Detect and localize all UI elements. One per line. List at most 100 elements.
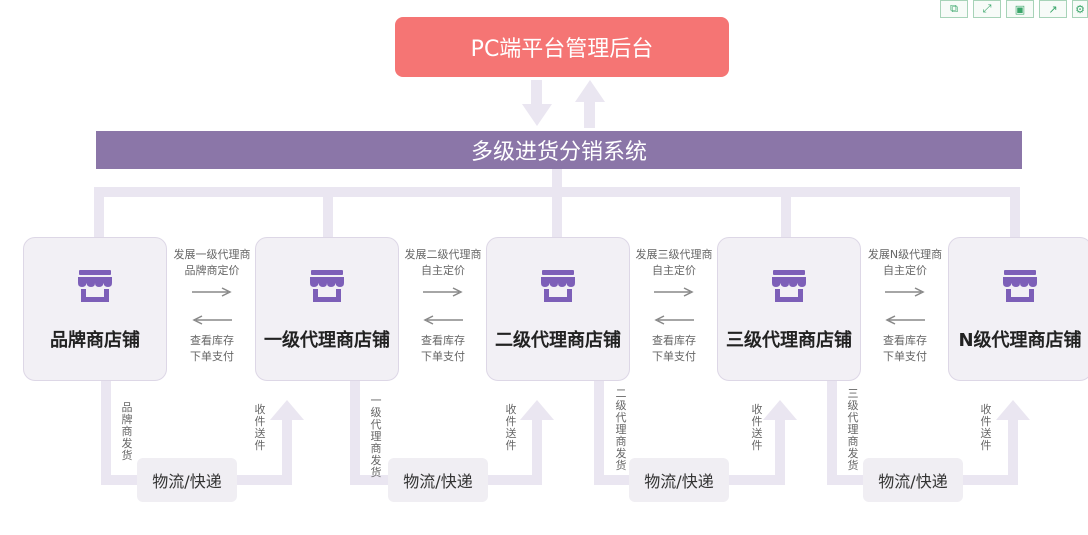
relation-bottom-text: 查看库存 [190,334,234,347]
relation-level2-level3: 发展三级代理商自主定价 查看库存下单支付 [630,247,718,377]
relation-top-text: 发展一级代理商 [173,248,251,261]
logistics-box: 物流/快递 [629,458,729,502]
store-name: 三级代理商店铺 [726,330,852,351]
relation-bottom-text: 下单支付 [421,350,465,363]
ship-flow-line [594,381,604,485]
ship-flow-line [594,475,629,485]
receive-flow-line [963,475,1018,485]
receive-flow-line [488,475,542,485]
arrow-right-icon [192,287,232,297]
system-bar: 多级进货分销系统 [96,131,1022,169]
store-card-leveln: N级代理商店铺 [948,237,1088,381]
copy-icon[interactable]: ⧉ [940,0,968,18]
arrow-right-icon [423,287,463,297]
receive-arrow-head [520,400,554,420]
store-card-level2: 二级代理商店铺 [486,237,630,381]
arrow-left-icon [885,315,925,325]
relation-level1-level2: 发展二级代理商自主定价 查看库存下单支付 [399,247,487,377]
receive-flow-line [1008,418,1018,485]
receive-flow-line [237,475,292,485]
share-icon[interactable]: ↗ [1039,0,1067,18]
receive-flow-line [729,475,785,485]
relation-brand-level1: 发展一级代理商品牌商定价 查看库存下单支付 [168,247,256,377]
bus-drop [94,187,104,239]
save-icon[interactable]: ▣ [1006,0,1034,18]
arrow-right-icon [654,287,694,297]
relation-top-text: 自主定价 [883,264,927,277]
relation-top-text: 自主定价 [652,264,696,277]
receive-label: 收件送件 [254,403,266,452]
logistics-label: 物流/快递 [152,472,222,491]
expand-icon[interactable]: ⤢ [973,0,1001,18]
ship-flow-line [827,381,837,485]
relation-bottom-text: 下单支付 [190,350,234,363]
ship-flow-line [350,381,360,485]
relation-top-text: 品牌商定价 [184,264,240,277]
shop-icon [769,266,809,306]
shop-icon [75,266,115,306]
logistics-box: 物流/快递 [863,458,963,502]
bus-drop [781,187,791,239]
bus-drop [552,187,562,239]
ship-flow-line [350,475,388,485]
logistics-label: 物流/快递 [644,472,714,491]
ship-label: 品牌商发货 [121,401,133,462]
settings-icon[interactable]: ⚙ [1072,0,1088,18]
relation-bottom-text: 查看库存 [652,334,696,347]
relation-top-text: 自主定价 [421,264,465,277]
ship-label: 三级代理商发货 [847,387,859,472]
store-card-level3: 三级代理商店铺 [717,237,861,381]
store-card-level1: 一级代理商店铺 [255,237,399,381]
receive-label: 收件送件 [751,403,763,452]
toolbar: ⧉ ⤢ ▣ ↗ ⚙ [935,0,1088,18]
ship-label: 二级代理商发货 [615,387,627,472]
logistics-box: 物流/快递 [388,458,488,502]
down-arrow-shaft [531,80,542,108]
system-bar-label: 多级进货分销系统 [470,140,647,165]
receive-label: 收件送件 [505,403,517,452]
relation-bottom-text: 查看库存 [883,334,927,347]
ship-label: 一级代理商发货 [370,394,382,479]
shop-icon [538,266,578,306]
relation-bottom-text: 下单支付 [883,350,927,363]
receive-label: 收件送件 [980,403,992,452]
relation-top-text: 发展三级代理商 [635,248,713,261]
up-arrow-head [575,80,605,102]
store-card-brand: 品牌商店铺 [23,237,167,381]
store-name: 一级代理商店铺 [264,330,390,351]
logistics-label: 物流/快递 [403,472,473,491]
receive-flow-line [532,418,542,485]
arrow-right-icon [885,287,925,297]
pc-platform-box: PC端平台管理后台 [395,17,729,77]
receive-flow-line [775,418,785,485]
store-name: N级代理商店铺 [958,330,1082,351]
down-arrow-head [522,104,552,126]
arrow-left-icon [192,315,232,325]
receive-arrow-head [270,400,304,420]
pc-platform-label: PC端平台管理后台 [470,37,654,62]
ship-flow-line [827,475,863,485]
bus-drop [323,187,333,239]
logistics-box: 物流/快递 [137,458,237,502]
shop-icon [1000,266,1040,306]
relation-top-text: 发展N级代理商 [867,248,943,261]
relation-top-text: 发展二级代理商 [404,248,482,261]
relation-bottom-text: 查看库存 [421,334,465,347]
arrow-left-icon [654,315,694,325]
ship-flow-line [101,381,111,485]
store-name: 品牌商店铺 [50,330,140,351]
bus-drop [1010,187,1020,239]
receive-arrow-head [763,400,797,420]
bus-stem [552,169,562,193]
ship-flow-line [101,475,137,485]
receive-arrow-head [996,400,1030,420]
logistics-label: 物流/快递 [878,472,948,491]
relation-bottom-text: 下单支付 [652,350,696,363]
store-name: 二级代理商店铺 [495,330,621,351]
shop-icon [307,266,347,306]
receive-flow-line [282,418,292,485]
arrow-left-icon [423,315,463,325]
relation-level3-leveln: 发展N级代理商自主定价 查看库存下单支付 [861,247,949,377]
